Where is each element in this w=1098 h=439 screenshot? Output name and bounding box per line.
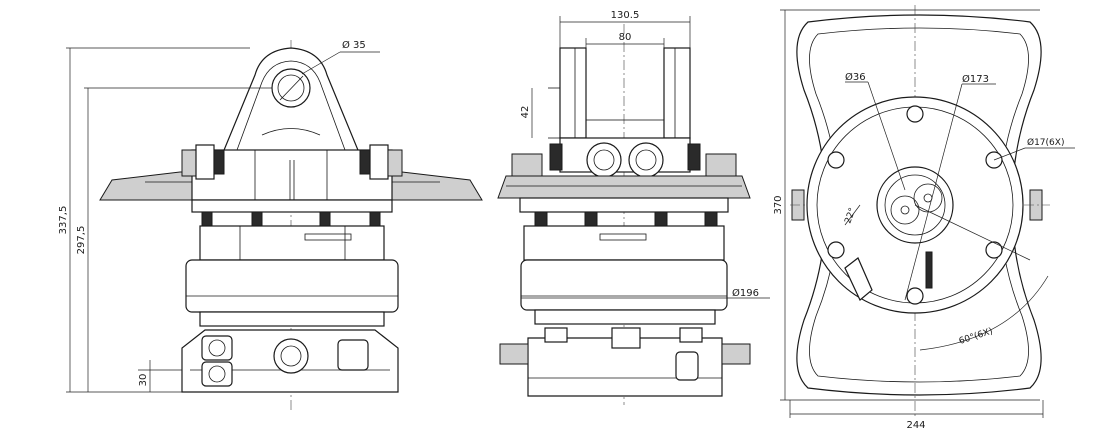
bolt-hole-icon <box>906 287 924 305</box>
bolt-hole-icon <box>827 241 845 259</box>
bracket-right <box>663 47 691 139</box>
bracket-inner-width-label: 80 <box>619 32 632 43</box>
rotation-port <box>273 338 309 374</box>
overall-height-label: 337,5 <box>58 206 69 235</box>
port-height-label: 30 <box>138 374 149 387</box>
overall-width-label: 244 <box>906 420 925 431</box>
bolt-holes <box>827 105 1003 305</box>
right-fitting <box>359 144 403 180</box>
bolt-hole-icon <box>827 151 845 169</box>
port-left <box>586 142 622 178</box>
hub-diameter-label: Ø36 <box>845 71 866 83</box>
hole-diameter-label: Ø17(6X) <box>1027 137 1064 148</box>
bracket-left <box>559 47 587 139</box>
bolt-circle-diameter-label: Ø173 <box>962 73 989 85</box>
side-flange <box>497 175 751 199</box>
side-body <box>523 225 725 261</box>
left-fitting <box>181 144 225 180</box>
height-to-pin-label: 297,5 <box>76 226 87 255</box>
side-housing <box>520 259 728 311</box>
pin-diameter-label: Ø 35 <box>342 39 366 51</box>
bracket-outer-width-label: 130.5 <box>611 10 640 21</box>
motor-body <box>199 225 385 261</box>
rotator-housing <box>185 259 399 313</box>
overall-length-label: 370 <box>773 195 784 214</box>
side-view: 130.5 80 42 Ø196 <box>497 10 770 405</box>
bolt-hole-icon <box>985 241 1003 259</box>
pin-offset-label: 42 <box>520 106 531 119</box>
front-view: 337,5 297,5 30 Ø 35 <box>58 39 483 410</box>
bolt-hole-icon <box>906 105 924 123</box>
mount-bolts <box>201 211 381 227</box>
top-view: Ø36 Ø173 Ø17(6X) 22° 60°(6X) 370 244 <box>773 5 1075 431</box>
body-diameter-label: Ø196 <box>732 287 759 299</box>
port-right <box>628 142 664 178</box>
